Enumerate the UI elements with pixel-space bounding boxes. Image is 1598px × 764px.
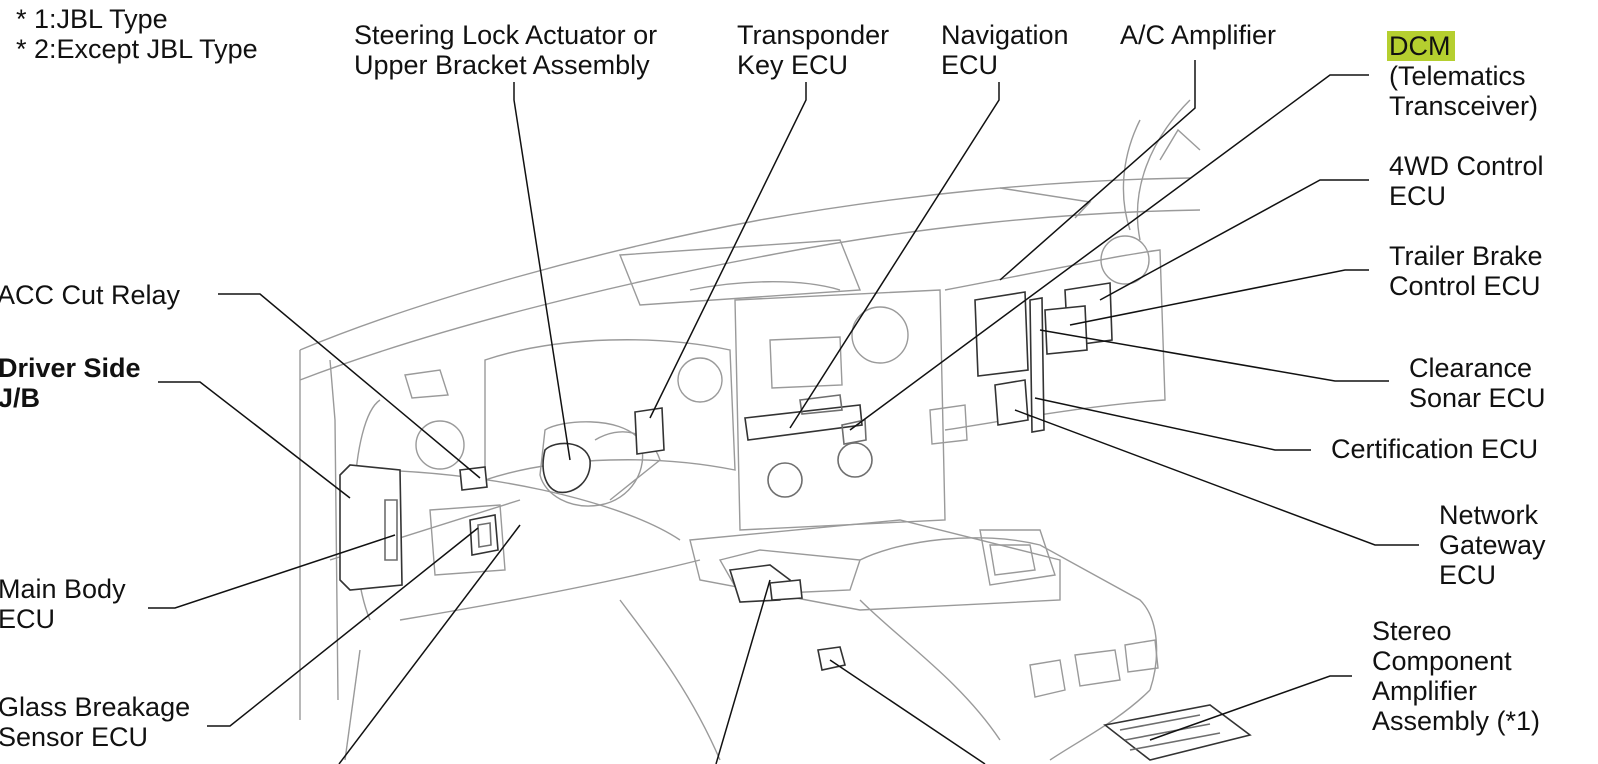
label-4wd-line2: ECU xyxy=(1389,181,1447,211)
label-acc-cut-relay: ACC Cut Relay xyxy=(0,280,181,310)
label-navigation-line1: Navigation xyxy=(941,20,1069,50)
label-clearance-line2: Sonar ECU xyxy=(1409,383,1546,413)
label-navigation-line2: ECU xyxy=(941,50,999,80)
label-steering-lock-line1: Steering Lock Actuator or xyxy=(354,20,658,50)
label-dcm-line3: Transceiver) xyxy=(1389,91,1539,121)
label-driver-jb-line2: J/B xyxy=(0,383,41,413)
dcm-highlight: DCM xyxy=(1387,31,1455,61)
label-clearance-line1: Clearance xyxy=(1409,353,1533,383)
label-certification: Certification ECU xyxy=(1331,434,1539,464)
leader-lines xyxy=(148,60,1419,764)
label-stereo-line3: Amplifier xyxy=(1372,676,1478,706)
label-glass-breakage-line2: Sensor ECU xyxy=(0,722,149,752)
label-stereo-line4: Assembly (*1) xyxy=(1372,706,1541,736)
label-glass-breakage-line1: Glass Breakage xyxy=(0,692,191,722)
driver-jb-part xyxy=(339,464,403,591)
note-except-jbl-type: * 2:Except JBL Type xyxy=(16,34,258,64)
label-transponder-line2: Key ECU xyxy=(737,50,849,80)
label-trailer-brake-line1: Trailer Brake xyxy=(1389,241,1543,271)
label-4wd-line1: 4WD Control xyxy=(1389,151,1544,181)
label-network-gateway-line1: Network xyxy=(1439,500,1539,530)
label-ac-amplifier: A/C Amplifier xyxy=(1120,20,1277,50)
label-stereo-line2: Component xyxy=(1372,646,1512,676)
label-network-gateway-line3: ECU xyxy=(1439,560,1497,590)
label-dcm-line1: DCM xyxy=(1387,31,1455,61)
label-transponder-line1: Transponder xyxy=(737,20,890,50)
label-dcm-line2: (Telematics xyxy=(1389,61,1526,91)
label-driver-jb-line1: Driver Side xyxy=(0,353,141,383)
label-main-body-line2: ECU xyxy=(0,604,56,634)
label-steering-lock-line2: Upper Bracket Assembly xyxy=(354,50,650,80)
label-network-gateway-line2: Gateway xyxy=(1439,530,1546,560)
label-trailer-brake-line2: Control ECU xyxy=(1389,271,1541,301)
note-jbl-type: * 1:JBL Type xyxy=(16,4,168,34)
label-stereo-line1: Stereo xyxy=(1372,616,1452,646)
label-main-body-line1: Main Body xyxy=(0,574,126,604)
